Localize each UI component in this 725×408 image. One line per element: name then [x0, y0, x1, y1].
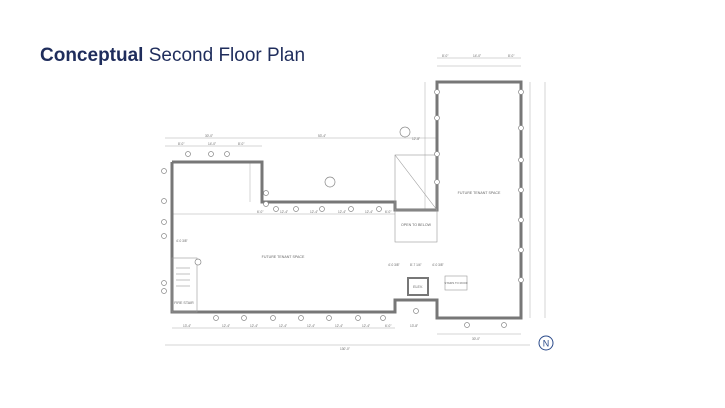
dim-bottom-stair: 13'-8" — [410, 324, 418, 328]
dimension-lines — [165, 57, 546, 346]
dim-bottom-seg: 12'-4" — [335, 324, 343, 328]
dim-bottom-end: 6'-0" — [385, 324, 391, 328]
dim-top-end: 6'-0" — [385, 210, 391, 214]
label-stairs-note: STAIRS TO ROOF — [444, 281, 468, 285]
dim-stair-a: 4'-0 3/8" — [388, 263, 400, 267]
dim-stair-c: 4'-0 3/8" — [432, 263, 444, 267]
title-rest: Second Floor Plan — [148, 45, 306, 66]
dim-bottom-seg: 12'-4" — [250, 324, 258, 328]
dim-left-a: 8'-0" — [178, 142, 184, 146]
elevator-box — [407, 277, 429, 296]
dim-top-seg: 12'-4" — [310, 210, 318, 214]
label-tenant-right: FUTURE TENANT SPACE — [458, 191, 501, 195]
column-grid-bubbles — [161, 89, 524, 328]
dim-bottom-seg: 12'-4" — [307, 324, 315, 328]
compass-label: N — [543, 339, 550, 349]
dim-stair-b: 8'-7 1/4" — [410, 263, 422, 267]
dim-bottom-first: 13'-4" — [183, 324, 191, 328]
open-to-below-box — [394, 209, 438, 243]
fire-stair-box — [171, 257, 198, 313]
dim-bottom-total: 130'-0" — [340, 347, 350, 351]
dim-bottom-right-total: 30'-0" — [472, 337, 480, 341]
dim-top-end: 6'-0" — [257, 210, 263, 214]
label-fire-stair: FIRE STAIR — [174, 301, 194, 305]
dim-tower-b: 14'-0" — [473, 54, 481, 58]
dim-top-seg: 12'-4" — [338, 210, 346, 214]
dim-top-run: 53'-4" — [318, 134, 326, 138]
dim-bottom-seg: 12'-4" — [362, 324, 370, 328]
title-bold: Conceptual — [40, 45, 144, 66]
label-tenant-left: FUTURE TENANT SPACE — [262, 255, 305, 259]
exterior-wall — [170, 80, 523, 320]
dim-left-c: 8'-0" — [238, 142, 244, 146]
dim-top-seg: 12'-4" — [280, 210, 288, 214]
stairs-note-box — [444, 275, 468, 291]
dim-left-b: 14'-0" — [208, 142, 216, 146]
dim-tower-a: 8'-0" — [442, 54, 448, 58]
label-open-below: OPEN TO BELOW — [401, 223, 432, 227]
north-arrow-icon: N — [538, 335, 554, 351]
dim-tower-c: 8'-0" — [508, 54, 514, 58]
dim-left-total: 30'-0" — [205, 134, 213, 138]
dim-bottom-seg: 12'-4" — [222, 324, 230, 328]
dim-tower-right: 12'-8" — [412, 137, 420, 141]
page-title: Conceptual Second Floor Plan — [40, 45, 305, 67]
label-elevator: ELEV. — [413, 285, 423, 289]
dim-bottom-seg: 12'-4" — [279, 324, 287, 328]
dim-left-stair: 4'-0 3/8" — [176, 239, 188, 243]
dim-top-seg: 12'-4" — [365, 210, 373, 214]
